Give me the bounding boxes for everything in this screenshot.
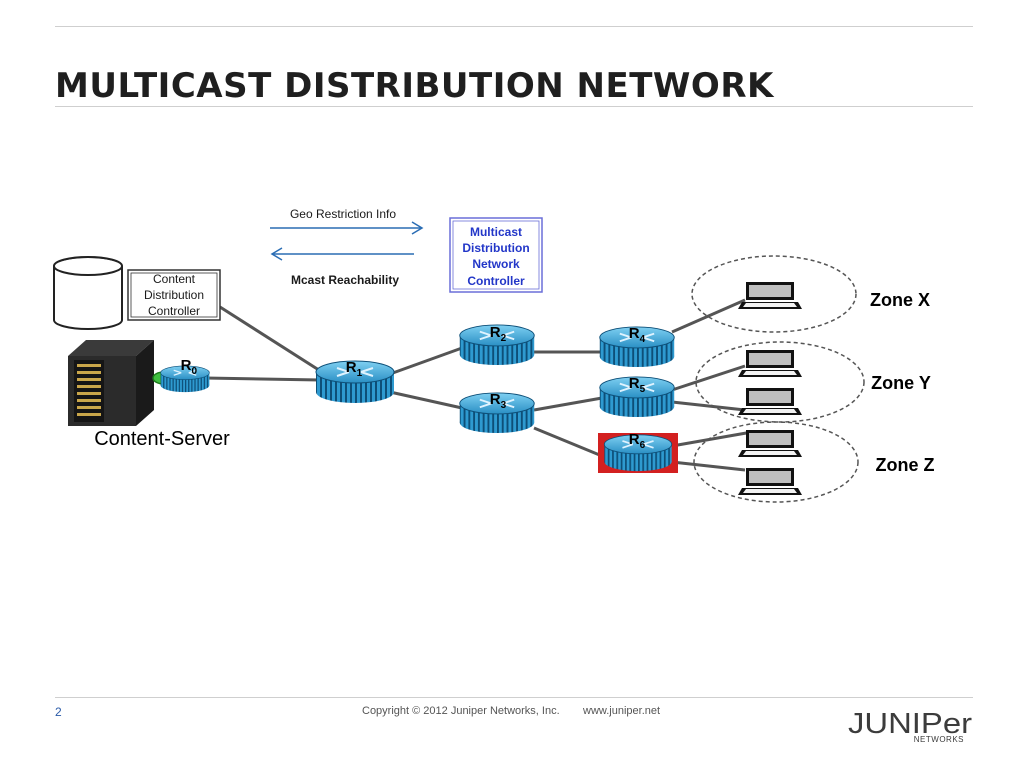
router-r5-letter: R: [629, 375, 640, 392]
logo-sub: NETWORKS: [914, 735, 964, 744]
mcast-reachability-arrow: [270, 247, 414, 261]
router-r2-letter: R: [490, 324, 501, 341]
laptop-icon: [738, 388, 802, 415]
link-r3-r6: [533, 426, 603, 458]
router-r4-letter: R: [629, 325, 640, 342]
mdn-controller: Multicast Distribution Network Controlle…: [449, 217, 543, 293]
zone-y-label: Zone Y: [871, 373, 931, 393]
footer-rule: [55, 697, 973, 698]
svg-text:R1: R1: [346, 359, 363, 379]
laptop-icon: [738, 430, 802, 457]
router-r0-letter: R: [181, 357, 192, 374]
svg-text:R5: R5: [629, 375, 646, 395]
router-r5-sub: 5: [640, 384, 646, 395]
zone-y: Zone Y: [695, 341, 931, 423]
link-r4-zonex: [671, 298, 746, 334]
router-r1-sub: 1: [357, 368, 363, 379]
router-r0-sub: 0: [191, 366, 197, 377]
router-r4-sub: 4: [640, 334, 646, 345]
router-r4: R4: [598, 325, 676, 368]
link-r6-zonez-bottom: [671, 460, 746, 472]
mdn-controller-line-4: Controller: [467, 274, 525, 288]
link-r0-r1: [204, 376, 321, 382]
geo-restriction-label: Geo Restriction Info: [290, 207, 396, 221]
router-r2-sub: 2: [501, 333, 507, 344]
zone-x: Zone X: [691, 255, 930, 333]
router-r3-letter: R: [490, 391, 501, 408]
svg-text:R2: R2: [490, 324, 507, 344]
page-title: MULTICAST DISTRIBUTION NETWORK: [55, 66, 774, 106]
mdn-controller-line-3: Network: [472, 257, 520, 271]
server-icon: [68, 340, 154, 426]
website-link[interactable]: www.juniper.net: [583, 705, 661, 717]
top-rule: [55, 26, 973, 27]
link-r6-zonez-top: [671, 430, 753, 448]
link-r3-r5: [533, 396, 603, 412]
router-r6-letter: R: [629, 431, 640, 448]
laptop-icon: [738, 350, 802, 377]
link-controller-r1: [219, 305, 323, 374]
router-r3-sub: 3: [501, 400, 507, 411]
laptop-icon: [738, 282, 802, 309]
content-server-label: Content-Server: [94, 428, 230, 450]
database-icon: [53, 256, 123, 330]
title-rule: [55, 106, 973, 107]
router-r6: R6: [598, 431, 678, 473]
mcast-reachability-label: Mcast Reachability: [291, 273, 399, 287]
page-number: 2: [55, 705, 62, 719]
laptop-icon: [738, 468, 802, 495]
router-r5: R5: [598, 375, 676, 418]
geo-restriction-arrow: [270, 221, 424, 235]
link-r1-r3: [389, 390, 463, 410]
copyright-text: Copyright © 2012 Juniper Networks, Inc.: [362, 705, 560, 717]
content-controller-line-2: Distribution: [144, 288, 204, 302]
router-r2: R2: [458, 324, 536, 366]
router-r1-letter: R: [346, 359, 357, 376]
zone-z-label: Zone Z: [876, 455, 935, 475]
link-r5-zoney-top: [671, 364, 746, 392]
link-r1-r2: [389, 346, 463, 376]
router-r6-sub: 6: [640, 440, 646, 451]
router-r1: R1: [315, 359, 395, 404]
svg-text:R3: R3: [490, 391, 507, 411]
network-links: [204, 298, 753, 472]
mdn-controller-line-1: Multicast: [470, 225, 522, 239]
svg-text:R0: R0: [181, 357, 198, 377]
content-controller: Content Distribution Controller: [127, 269, 221, 321]
mdn-controller-line-2: Distribution: [462, 241, 529, 255]
logo-wordmark: JUNIPer: [848, 708, 972, 740]
router-r0: R0: [160, 357, 210, 393]
content-controller-line-1: Content: [153, 272, 196, 286]
svg-text:R6: R6: [629, 431, 646, 451]
router-r3: R3: [458, 391, 536, 434]
juniper-logo: JUNIPer NETWORKS: [848, 708, 972, 744]
zone-x-label: Zone X: [870, 290, 930, 310]
content-controller-line-3: Controller: [148, 304, 200, 318]
zone-z: Zone Z: [693, 421, 935, 503]
svg-text:R4: R4: [629, 325, 646, 345]
link-r5-zoney-bottom: [671, 400, 746, 412]
